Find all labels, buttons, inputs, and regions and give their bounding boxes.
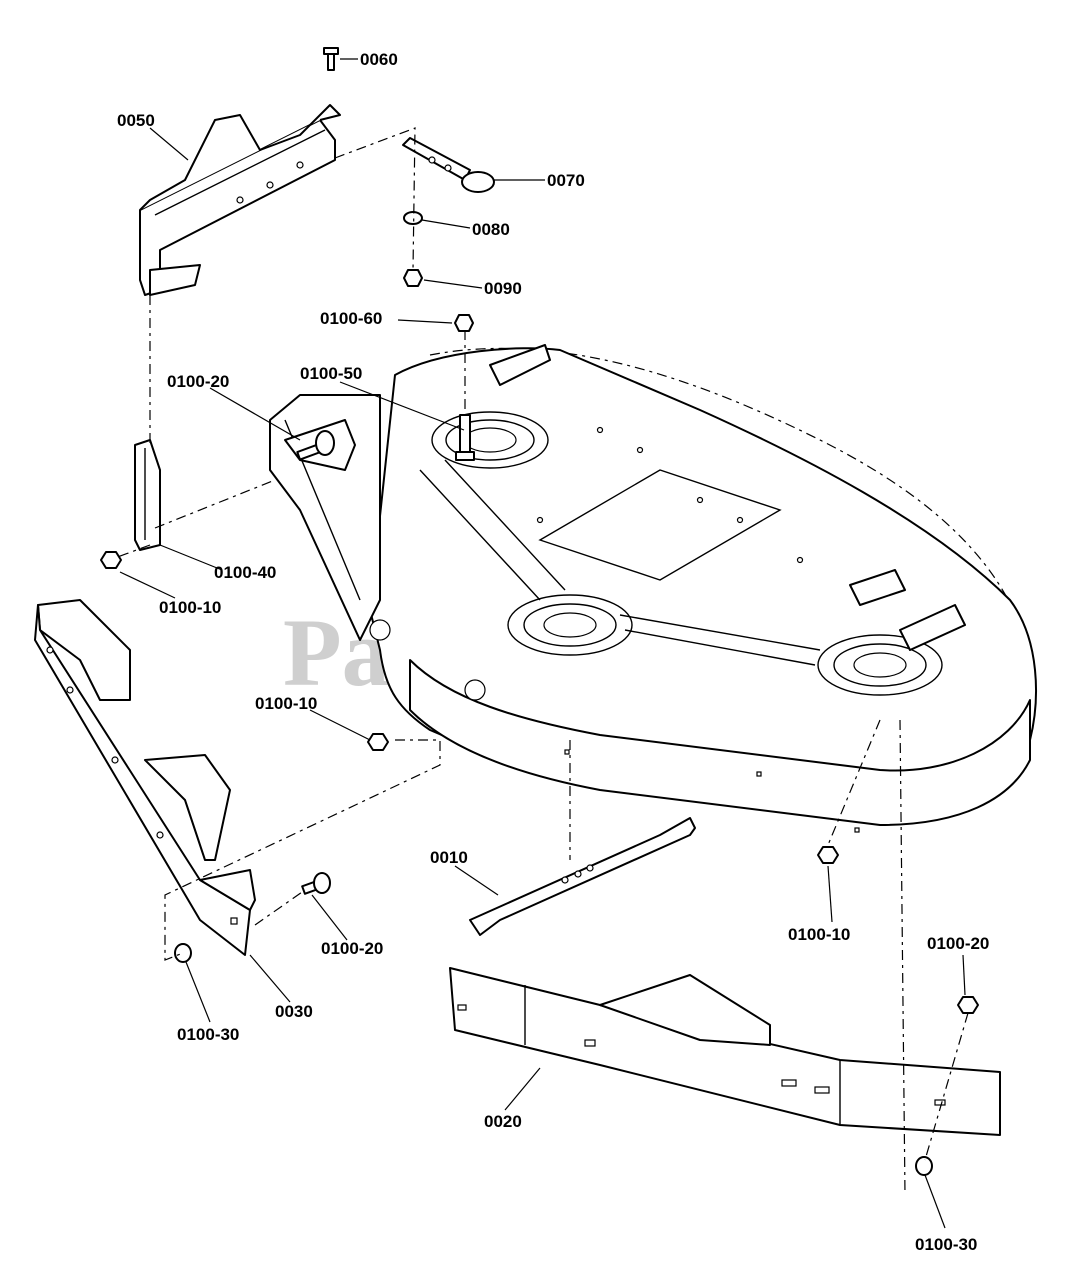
callout-0100-60: 0100-60 [320,309,382,328]
part-0100-10-nut-c [817,846,839,864]
callout-0100-10-middle: 0100-10 [255,694,317,713]
callout-0060: 0060 [360,50,398,69]
part-0100-20-bolt-right [957,996,979,1014]
part-0100-30-washer-a [174,943,192,963]
callout-labels: 0060 0050 0070 0080 0090 0100-60 0100-50… [117,50,989,1254]
callout-0100-50: 0100-50 [300,364,362,383]
callout-0050: 0050 [117,111,155,130]
callout-0080: 0080 [472,220,510,239]
callout-0070: 0070 [547,171,585,190]
part-0100-20-bolt-upper [284,419,356,471]
callout-0010: 0010 [430,848,468,867]
part-0100-60-nut [454,314,474,332]
part-0100-30-washer-b [915,1156,933,1176]
part-0100-10-nut-a [100,551,122,569]
callout-0100-30-left: 0100-30 [177,1025,239,1044]
callout-0100-20-upper: 0100-20 [167,372,229,391]
callout-0100-20-right: 0100-20 [927,934,989,953]
part-0050-bracket [139,104,341,296]
part-0100-20-bolt-lower [301,872,331,895]
part-0100-10-nut-b [367,733,389,751]
part-0010-blade [469,817,696,936]
callout-0100-10-right: 0100-10 [788,925,850,944]
part-0080-washer [403,211,423,225]
callout-0100-30-right: 0100-30 [915,1235,977,1254]
part-0060-screw [323,47,339,71]
assembly-lines [114,127,969,1196]
callout-0100-10-left: 0100-10 [159,598,221,617]
part-0070-lever [402,137,495,193]
part-0100-40-plate [134,439,161,551]
part-0090-nut [403,269,423,287]
part-0030-chute [34,599,256,956]
part-0020-baffle [449,967,1001,1136]
callout-0030: 0030 [275,1002,313,1021]
callout-0020: 0020 [484,1112,522,1131]
callout-0100-40: 0100-40 [214,563,276,582]
leader-lines [119,58,966,1229]
callout-0100-20-lower: 0100-20 [321,939,383,958]
mower-deck-housing [269,344,1037,833]
callout-0090: 0090 [484,279,522,298]
